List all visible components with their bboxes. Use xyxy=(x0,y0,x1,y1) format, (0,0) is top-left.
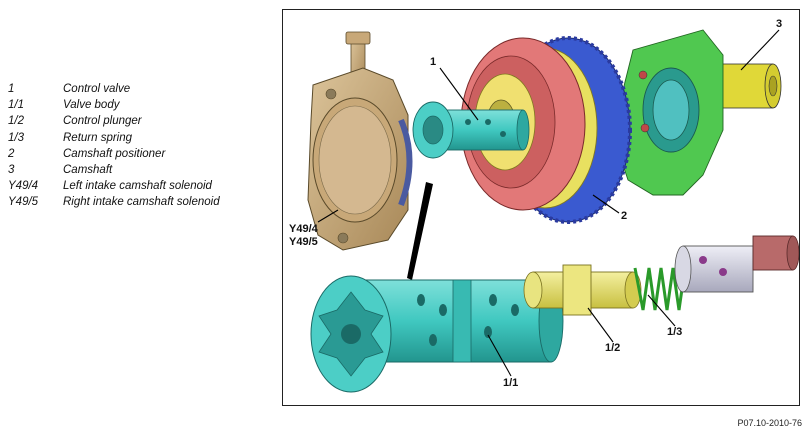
leader-line-1 xyxy=(439,67,479,121)
camshaft-solenoid xyxy=(307,31,413,251)
legend-text: Return spring xyxy=(63,131,133,144)
leader-line-1-3 xyxy=(647,294,676,327)
return-spring xyxy=(633,267,687,311)
legend-code: 3 xyxy=(8,163,15,176)
leader-line-y49 xyxy=(317,209,339,223)
control-valve xyxy=(412,101,530,159)
legend-code: 1/3 xyxy=(8,131,24,144)
legend-code: Y49/5 xyxy=(8,196,39,209)
control-plunger xyxy=(523,264,642,316)
legend-text: Camshaft xyxy=(63,163,113,176)
legend-text: Right intake camshaft solenoid xyxy=(63,196,220,209)
legend-row-y49-4: Y49/4 Left intake camshaft solenoid xyxy=(8,178,220,194)
legend-row-1-1: 1/1 Valve body xyxy=(8,97,220,113)
legend-row-2: 2 Camshaft positioner xyxy=(8,146,220,162)
legend: 1 Control valve 1/1 Valve body 1/2 Contr… xyxy=(8,81,220,211)
legend-row-y49-5: Y49/5 Right intake camshaft solenoid xyxy=(8,194,220,210)
callout-y49-5: Y49/5 xyxy=(289,236,318,248)
exploded-view-illustration xyxy=(307,29,799,393)
leader-line-2 xyxy=(592,194,620,214)
legend-text: Control valve xyxy=(63,83,131,95)
legend-text: Left intake camshaft solenoid xyxy=(63,180,212,193)
zoom-indicator xyxy=(407,182,433,280)
legend-code: 1/2 xyxy=(8,115,24,128)
valve-end-cap xyxy=(674,235,799,293)
legend-row-3: 3 Camshaft xyxy=(8,162,220,178)
callout-1: 1 xyxy=(430,56,437,68)
callout-2: 2 xyxy=(621,210,628,222)
callout-1-2: 1/2 xyxy=(605,342,621,354)
legend-text: Camshaft positioner xyxy=(63,147,166,160)
valve-body xyxy=(310,275,564,393)
figure-code: P07.10-2010-76 xyxy=(737,418,802,428)
camshaft-bracket xyxy=(617,29,724,196)
legend-row-1-3: 1/3 Return spring xyxy=(8,130,220,146)
callout-3: 3 xyxy=(776,18,783,30)
legend-code: 2 xyxy=(8,147,15,160)
callout-y49-4: Y49/4 xyxy=(289,223,318,235)
leader-line-1-1 xyxy=(487,334,512,377)
legend-row-1-2: 1/2 Control plunger xyxy=(8,113,220,129)
leader-line-1-2 xyxy=(587,307,614,343)
leader-line-3 xyxy=(740,29,780,71)
legend-code: 1/1 xyxy=(8,99,24,112)
figure-frame: 1 3 2 1/1 1/2 1/3 Y49/4 Y49/5 xyxy=(282,9,800,406)
legend-text: Valve body xyxy=(63,99,120,112)
legend-code: 1 xyxy=(8,83,15,95)
callout-1-1: 1/1 xyxy=(503,377,519,389)
leader-lines xyxy=(317,29,780,377)
callout-1-3: 1/3 xyxy=(667,326,683,338)
legend-row-1: 1 Control valve xyxy=(8,81,220,97)
legend-text: Control plunger xyxy=(63,115,142,128)
legend-code: Y49/4 xyxy=(8,180,39,193)
